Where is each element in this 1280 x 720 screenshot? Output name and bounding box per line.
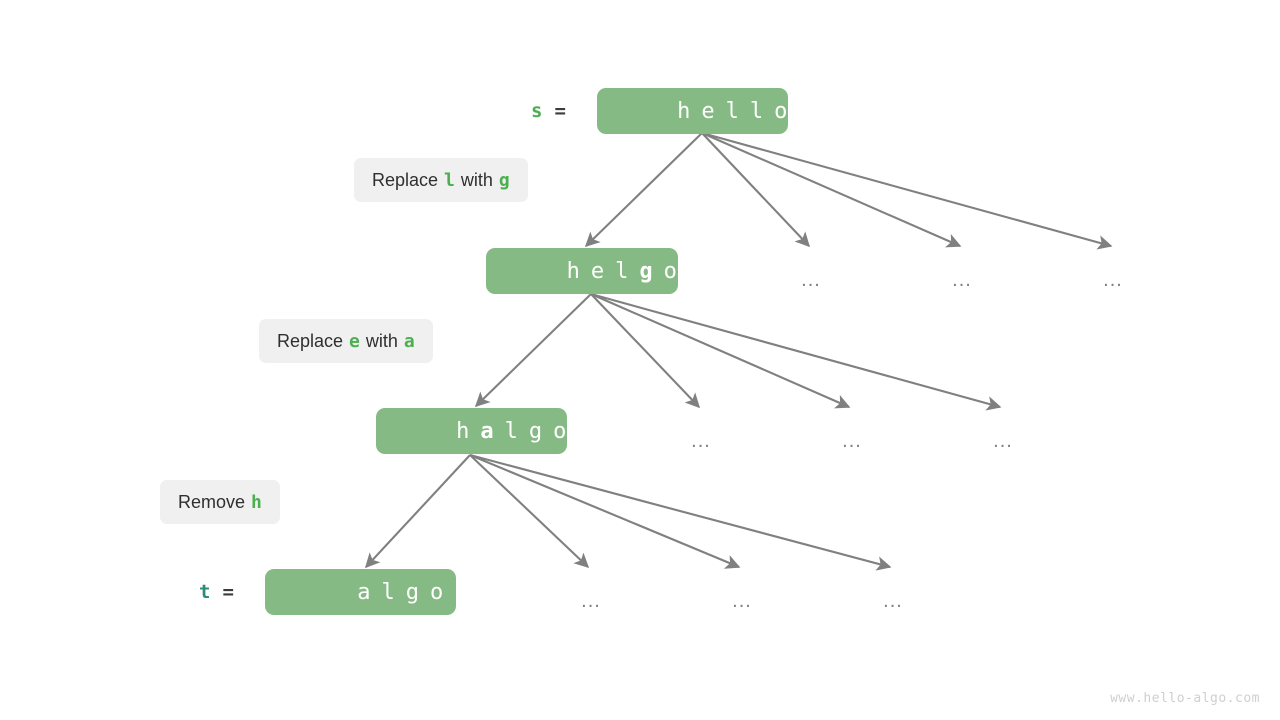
char-cell: o <box>429 579 444 605</box>
edge-halgo-to-dots-1 <box>469 454 590 569</box>
operation-from-char: l <box>444 169 455 191</box>
char-cell: h <box>456 418 470 444</box>
char-cell: e <box>590 258 605 284</box>
char-cell: l <box>381 579 395 605</box>
ellipsis-row1-3: ... <box>1103 269 1123 291</box>
edge-helgo-to-dots-3 <box>590 292 1002 411</box>
operation-prefix: Replace <box>372 169 439 190</box>
edge-halgo-to-dots-2 <box>469 454 741 569</box>
char-cell: o <box>663 258 677 284</box>
ellipsis-row2-2: ... <box>842 430 862 452</box>
operation-middle: with <box>460 169 493 190</box>
char-cell: l <box>615 258 629 284</box>
char-cell: l <box>504 418 518 444</box>
edge-helgo-to-dots-1 <box>590 293 701 409</box>
ellipsis-row3-2: ... <box>732 590 752 612</box>
operation-prefix: Replace <box>277 330 344 351</box>
operation-from-char: e <box>349 330 360 352</box>
variable-equals-t: = <box>222 581 234 603</box>
edge-hello-to-dots-1 <box>701 132 811 248</box>
char-cell: g <box>528 418 543 444</box>
variable-label-t: t= <box>199 577 234 607</box>
char-cell: h <box>566 258 580 284</box>
ellipsis-row2-3: ... <box>993 430 1013 452</box>
variable-name-s: s <box>531 100 543 122</box>
ellipsis-row3-1: ... <box>581 590 601 612</box>
char-cell: o <box>553 418 567 444</box>
ellipsis-row1-2: ... <box>952 269 972 291</box>
edge-helgo-to-dots-2 <box>590 293 851 409</box>
char-cell: h <box>677 98 691 124</box>
char-cell: l <box>749 98 764 124</box>
operation-prefix: Remove <box>178 491 246 512</box>
edge-halgo-to-algo <box>364 454 471 569</box>
edge-hello-to-helgo <box>584 132 703 248</box>
char-cell-highlighted: g <box>639 258 653 284</box>
ellipsis-row3-3: ... <box>883 590 903 612</box>
char-cell: o <box>774 98 788 124</box>
edge-helgo-to-halgo <box>474 293 592 408</box>
edge-hello-to-dots-3 <box>701 131 1113 250</box>
edge-hello-to-dots-2 <box>701 132 962 248</box>
char-cell: a <box>357 579 371 605</box>
ellipsis-row1-1: ... <box>801 269 821 291</box>
variable-name-t: t <box>199 581 211 603</box>
variable-equals-s: = <box>554 100 566 122</box>
operation-middle: with <box>365 330 398 351</box>
char-cell: g <box>405 579 419 605</box>
variable-label-s: s= <box>531 96 566 126</box>
char-cell: e <box>701 98 715 124</box>
ellipsis-row2-1: ... <box>691 430 711 452</box>
operation-to-char: g <box>498 169 510 191</box>
char-cell-highlighted: a <box>480 418 494 444</box>
watermark: www.hello-algo.com <box>1110 691 1260 706</box>
edge-halgo-to-dots-3 <box>469 453 892 571</box>
char-cell: l <box>725 98 739 124</box>
operation-to-char: a <box>403 330 415 352</box>
operation-from-char: h <box>251 491 262 513</box>
